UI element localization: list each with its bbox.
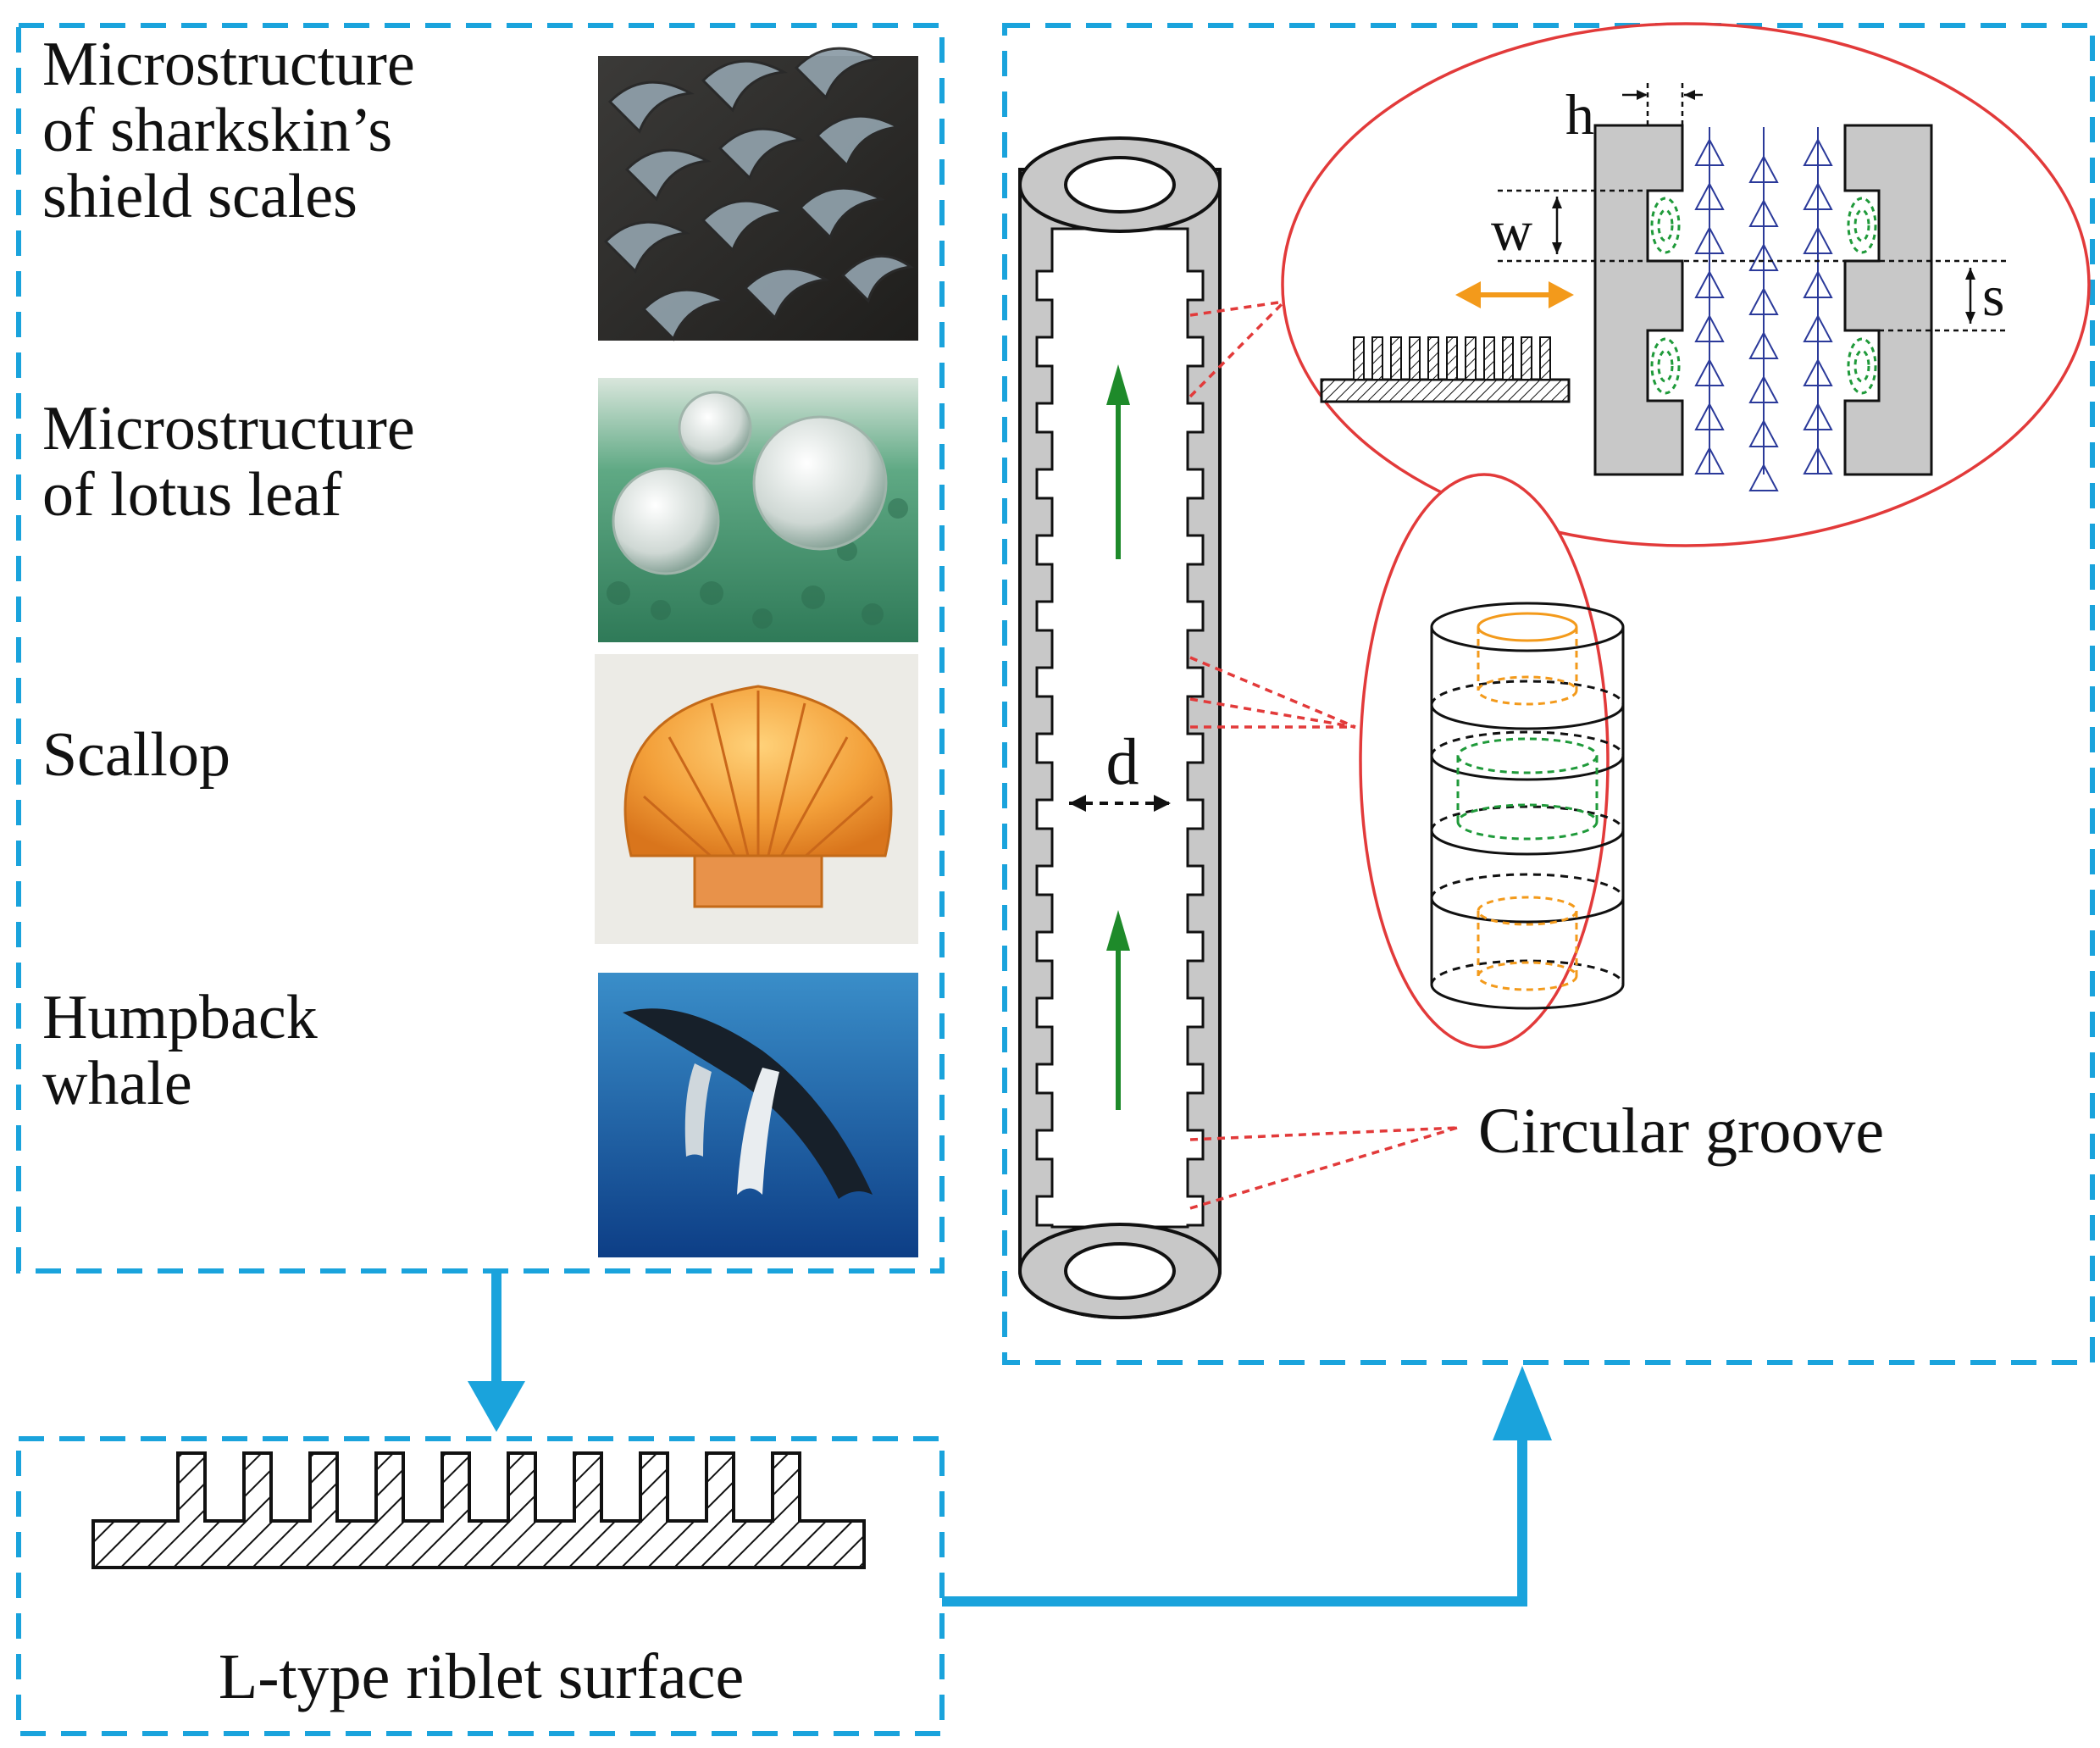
diameter-marker: d xyxy=(1069,724,1171,812)
inner-cylinders xyxy=(1456,612,1599,991)
flow-arrow-upper-head xyxy=(1106,364,1130,405)
mini-riblet-fin xyxy=(1390,336,1402,380)
streamline-arrow xyxy=(1694,181,1725,210)
flow-arrow-lower-head xyxy=(1106,910,1130,951)
riblet-profile xyxy=(91,1451,866,1569)
mini-riblet-fin xyxy=(1353,336,1365,380)
mini-riblet-fin xyxy=(1409,336,1421,380)
streamline-arrow xyxy=(1803,446,1833,474)
streamline-arrow xyxy=(1748,154,1779,183)
elbow-arrow-shaft xyxy=(942,1432,1527,1606)
groove-cylinder xyxy=(1430,602,1625,1010)
left-groove-wall xyxy=(1593,124,1684,476)
mini-riblet-fin xyxy=(1371,336,1383,380)
callout-lines xyxy=(1189,300,1458,1210)
pipe-bore xyxy=(1035,227,1205,1229)
streamline-arrow xyxy=(1748,463,1779,491)
cylinder-ellipse xyxy=(1359,473,1610,1049)
streamline-arrow xyxy=(1694,358,1725,386)
sharkskin-photo xyxy=(598,47,918,341)
streamline-arrow xyxy=(1694,446,1725,474)
mini-riblet-fin xyxy=(1427,336,1439,380)
streamline-arrow xyxy=(1748,198,1779,227)
streamline-arrow xyxy=(1748,419,1779,447)
streamline-arrow xyxy=(1694,314,1725,342)
oscillation-arrow xyxy=(1455,281,1574,308)
grooved-pipe xyxy=(1018,136,1222,1319)
mini-riblet-fin xyxy=(1483,336,1495,380)
streamline-arrow xyxy=(1694,137,1725,166)
streamline-arrow xyxy=(1748,286,1779,315)
flow-arrows xyxy=(1106,364,1130,1110)
streamline-arrow xyxy=(1803,181,1833,210)
mini-riblet-fin xyxy=(1446,336,1458,380)
streamline-arrow xyxy=(1748,242,1779,271)
pipe-frame xyxy=(1002,23,2095,1365)
streamline-arrow xyxy=(1803,137,1833,166)
streamline-arrow xyxy=(1803,269,1833,298)
streamline-arrow xyxy=(1803,225,1833,254)
streamline-arrow xyxy=(1694,269,1725,298)
mini-riblet xyxy=(1320,336,1571,403)
lotus-leaf-photo xyxy=(598,378,918,642)
humpback-whale-photo xyxy=(598,973,918,1257)
bio-label-3: Scallop xyxy=(42,720,230,790)
groove-detail-callout: h w s xyxy=(1281,22,2091,547)
dashed-frames xyxy=(16,23,2095,1736)
mini-riblet-fin xyxy=(1521,336,1532,380)
riblet-shape xyxy=(91,1451,866,1569)
groove-vortices xyxy=(1650,197,1877,395)
h-label: h xyxy=(1565,82,1594,147)
mini-riblet-fin xyxy=(1539,336,1551,380)
streamline-arrow xyxy=(1803,358,1833,386)
detail-ellipse xyxy=(1281,22,2091,547)
riblet-frame xyxy=(16,1436,945,1736)
scallop-photo xyxy=(595,654,918,944)
pipe-top-hole xyxy=(1064,156,1176,214)
streamlines xyxy=(1694,127,1833,491)
w-label: w xyxy=(1491,198,1532,263)
streamline-arrow xyxy=(1694,402,1725,430)
bio-examples-frame xyxy=(16,23,945,1274)
riblet-label: L-type riblet surface xyxy=(219,1641,744,1712)
s-label: s xyxy=(1982,264,2004,328)
circular-groove-callout xyxy=(1359,473,1625,1049)
pipe-bottom-hole xyxy=(1064,1242,1176,1300)
connector-arrows xyxy=(468,1271,1552,1606)
mini-riblet-fin xyxy=(1465,336,1477,380)
diameter-label: d xyxy=(1106,724,1139,798)
circular-groove-label: Circular groove xyxy=(1478,1096,1884,1167)
streamline-arrow xyxy=(1748,330,1779,359)
mini-riblet-fin xyxy=(1502,336,1514,380)
dimension-markers xyxy=(1498,83,2008,332)
streamline-arrow xyxy=(1803,314,1833,342)
streamline-arrow xyxy=(1803,402,1833,430)
right-groove-wall xyxy=(1843,124,1933,476)
elbow-arrow-head xyxy=(1493,1366,1552,1440)
streamline-arrow xyxy=(1694,225,1725,254)
down-arrow-head xyxy=(468,1381,525,1432)
streamline-arrow xyxy=(1748,375,1779,403)
